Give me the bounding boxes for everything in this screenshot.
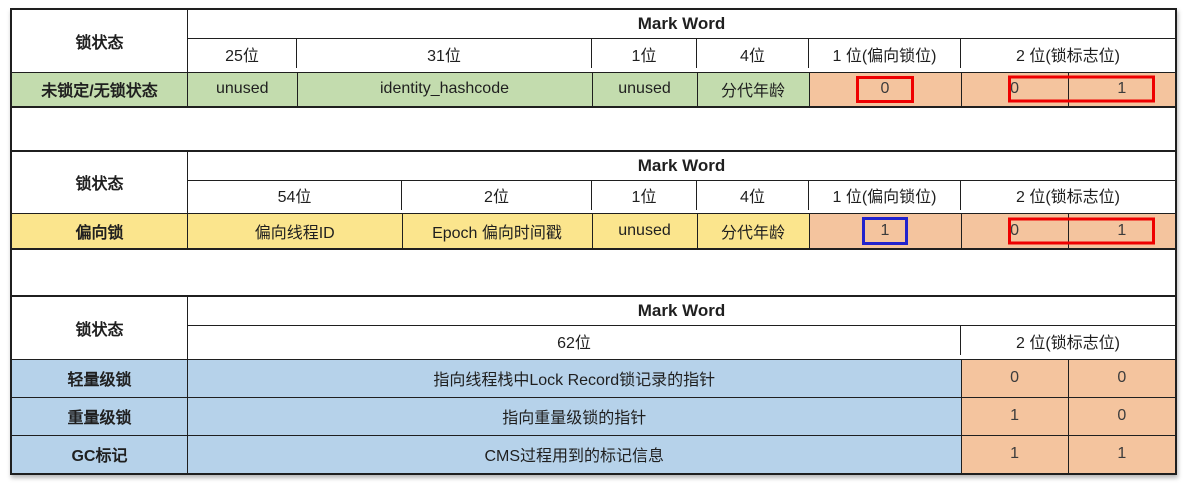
bit-width-header: 1位 [591,39,696,68]
flag-bit: 1 [1067,72,1175,106]
field-cell: identity_hashcode [296,72,592,106]
flag-bit: 1 [1010,407,1020,424]
mark-word-title: Mark Word [637,155,726,175]
mark-word-title: Mark Word [637,14,726,33]
row-label: 轻量级锁 [12,359,187,397]
description-cell: CMS过程用到的标记信息 [187,435,961,473]
description-cell: 指向重量级锁的指针 [187,397,961,435]
bit-width-header: 2 位(锁标志位) [960,39,1175,68]
lock-flag-bits-cell: 0 0 [960,359,1175,397]
biased-lock-bit-cell: 1 [808,214,961,248]
mark-word-group: Mark Word 54位 2位 1位 4位 1 位(偏向锁位) 2 位(锁标志… [187,151,1175,213]
mark-word-group: Mark Word 62位 2 位(锁标志位) [187,297,1175,359]
row-label: 重量级锁 [12,397,187,435]
flag-bit: 0 [1067,359,1175,397]
bit-width-header: 1 位(偏向锁位) [808,180,960,210]
row-label: 未锁定/无锁状态 [12,72,187,106]
lock-state-header: 锁状态 [75,176,124,194]
row-label: 偏向锁 [12,214,187,248]
field-cell: unused [187,72,297,106]
lock-flag-bits-cell: 0 1 [960,214,1175,248]
lock-state-header: 锁状态 [75,321,124,339]
bit-width-header-row: 62位 2 位(锁标志位) [188,325,1175,355]
bit-width-header: 2 位(锁标志位) [960,326,1175,355]
bit-width-header: 31位 [296,39,591,68]
gc-mark-row: GC标记 CMS过程用到的标记信息 1 1 [12,434,1175,473]
bit-width-header: 25位 [225,47,259,65]
flag-bit: 0 [1010,80,1020,97]
bit-width-header: 4位 [696,39,808,68]
bit-width-header: 54位 [277,189,312,206]
mark-word-group: Mark Word 25位 31位 1位 4位 1 位(偏向锁位) 2 位(锁标… [187,10,1175,72]
biased-lock-bit-cell: 0 [808,72,961,106]
flag-bit: 0 [1010,369,1020,386]
lock-flag-bits-cell: 1 1 [960,435,1175,473]
blue-highlight-box: 1 [862,217,908,245]
bit-width-header: 2 位(锁标志位) [960,180,1175,210]
description-cell: 指向线程栈中Lock Record锁记录的指针 [187,359,961,397]
spacer-row [10,250,1177,295]
lock-state-header: 锁状态 [75,34,124,52]
biased-lock-row: 偏向锁 偏向线程ID Epoch 偏向时间戳 unused 分代年龄 1 0 1 [12,213,1175,248]
lock-flag-bits-cell: 1 0 [960,397,1175,435]
flag-bit: 0 [1010,222,1020,239]
mark-word-title: Mark Word [637,301,726,320]
biased-lock-table: 锁状态 Mark Word 54位 2位 1位 4位 1 位(偏向锁位) 2 位… [10,149,1177,250]
bit-width-header-row: 25位 31位 1位 4位 1 位(偏向锁位) 2 位(锁标志位) [188,38,1175,68]
bit-width-header: 1位 [591,180,696,210]
flag-bit: 1 [1067,214,1175,248]
unlocked-row: 未锁定/无锁状态 unused identity_hashcode unused… [12,71,1175,106]
lightweight-lock-row: 轻量级锁 指向线程栈中Lock Record锁记录的指针 0 0 [12,358,1175,397]
field-cell: 分代年龄 [696,214,809,248]
bit-width-header-row: 54位 2位 1位 4位 1 位(偏向锁位) 2 位(锁标志位) [188,179,1175,210]
bit-width-header: 4位 [696,180,808,210]
other-lock-states-table: 锁状态 Mark Word 62位 2 位(锁标志位) 轻量级锁 指向线程栈中L… [10,295,1177,475]
heavyweight-lock-row: 重量级锁 指向重量级锁的指针 1 0 [12,396,1175,435]
bit-width-header: 1 位(偏向锁位) [808,39,960,68]
spacer-row [10,107,1177,150]
row-label: GC标记 [12,435,187,473]
flag-bit: 1 [1010,445,1020,462]
field-cell: unused [591,72,697,106]
bit-width-header: 2位 [401,180,591,210]
field-cell: 分代年龄 [696,72,809,106]
flag-bit: 0 [1067,397,1175,435]
bit-width-header: 62位 [557,334,591,352]
flag-bit: 1 [1067,435,1175,473]
red-highlight-box: 0 [856,75,914,103]
field-cell: 偏向线程ID [187,214,402,248]
field-cell: unused [591,214,697,248]
field-cell: Epoch 偏向时间戳 [401,214,592,248]
lock-flag-bits-cell: 0 1 [960,72,1175,106]
mark-word-diagram: 锁状态 Mark Word 25位 31位 1位 4位 1 位(偏向锁位) 2 … [10,8,1177,475]
unlocked-state-table: 锁状态 Mark Word 25位 31位 1位 4位 1 位(偏向锁位) 2 … [10,8,1177,108]
